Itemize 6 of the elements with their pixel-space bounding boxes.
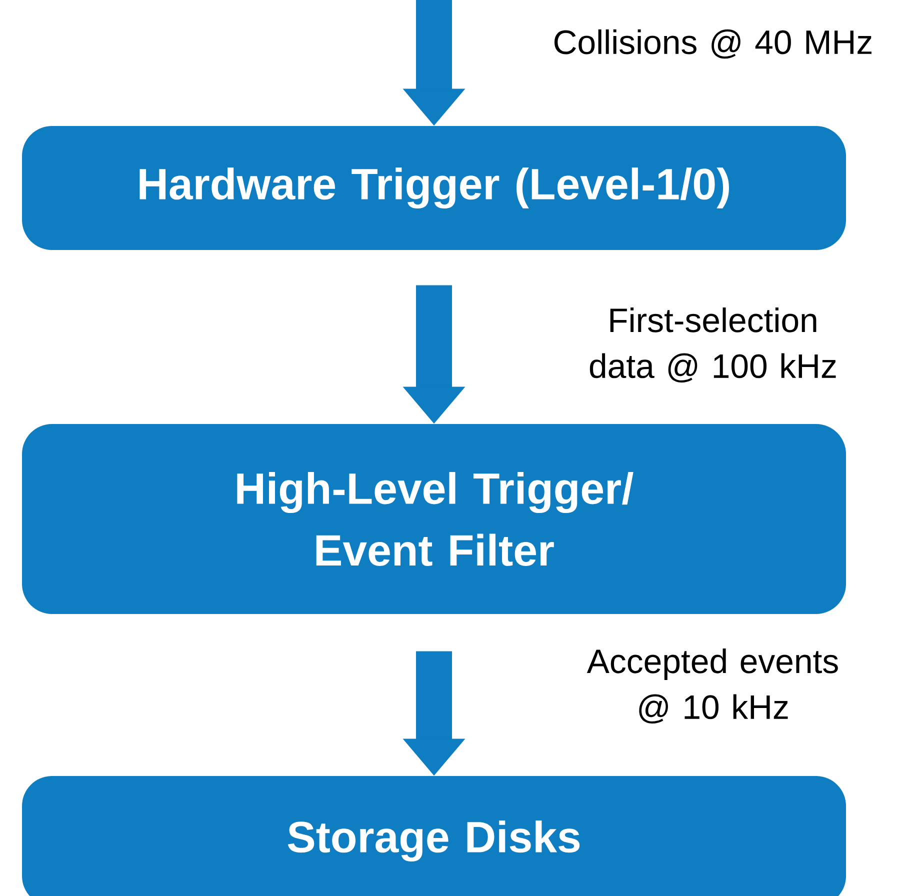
edge-label: First-selection data @ 100 kHz (590, 307, 836, 383)
edge-label: Accepted events @ 10 kHz (586, 648, 838, 724)
process-box: High-Level Trigger/ Event Filter (22, 424, 846, 614)
process-box: Hardware Trigger (Level-1/0) (22, 126, 846, 250)
process-box: Storage Disks (22, 776, 846, 896)
edge-label: Collisions @ 40 MHz (554, 29, 872, 59)
